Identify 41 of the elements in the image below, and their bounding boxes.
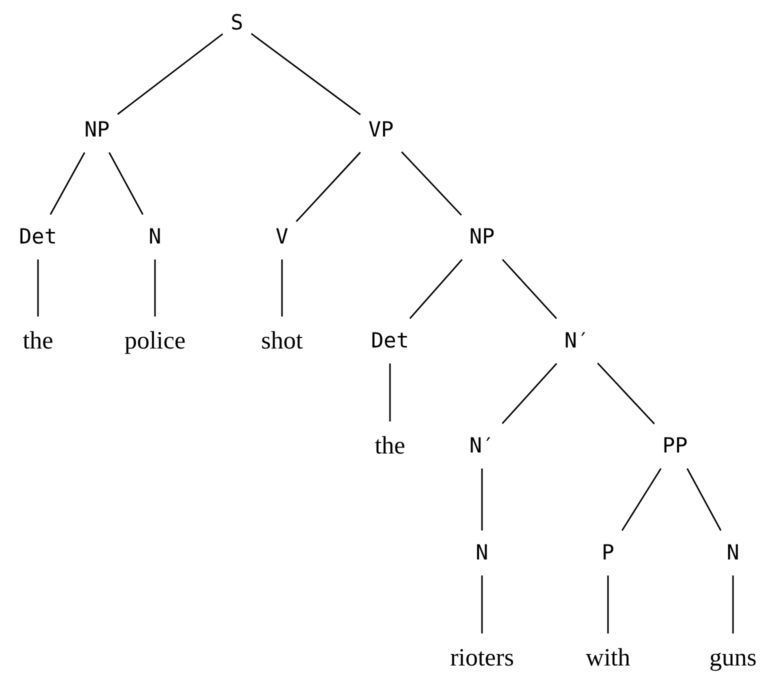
- word-label: rioters: [442, 634, 522, 677]
- category-label: N′: [461, 424, 503, 468]
- category-label: Det: [11, 214, 65, 260]
- tree-branch-line: [481, 576, 483, 634]
- tree-branch-line: [250, 33, 361, 116]
- word-label: with: [578, 634, 638, 677]
- word-label: guns: [701, 634, 765, 677]
- category-label: N: [140, 214, 170, 260]
- word-label: the: [14, 316, 62, 366]
- category-label: N: [718, 530, 748, 576]
- tree-branch-line: [481, 468, 483, 530]
- tree-branch-line: [502, 259, 557, 319]
- category-label: V: [268, 214, 296, 260]
- category-label: S: [222, 0, 252, 46]
- category-label: N: [468, 530, 496, 576]
- tree-branch-line: [37, 260, 39, 316]
- tree-branch-line: [296, 152, 361, 222]
- tree-branch-line: [281, 260, 283, 316]
- category-label: NP: [76, 108, 118, 152]
- tree-branch-line: [607, 576, 609, 634]
- tree-branch-line: [50, 152, 86, 215]
- tree-branch-line: [502, 363, 558, 424]
- category-label: P: [594, 530, 622, 576]
- category-label: NP: [461, 214, 503, 260]
- tree-branch-line: [117, 33, 224, 115]
- tree-branch-line: [401, 151, 462, 216]
- tree-branch-line: [154, 260, 156, 316]
- category-label: PP: [654, 424, 696, 468]
- tree-branch-line: [597, 362, 655, 424]
- tree-branch-line: [409, 259, 463, 319]
- category-label: VP: [360, 108, 402, 152]
- category-label: Det: [363, 318, 417, 364]
- tree-branch-line: [621, 468, 662, 531]
- tree-branch-line: [732, 576, 734, 634]
- word-label: the: [366, 422, 414, 470]
- word-label: shot: [253, 316, 311, 366]
- word-label: police: [116, 316, 194, 366]
- tree-branch-line: [686, 468, 722, 531]
- tree-branch-line: [389, 364, 391, 422]
- tree-branch-line: [108, 152, 144, 215]
- category-label: N′: [556, 318, 598, 364]
